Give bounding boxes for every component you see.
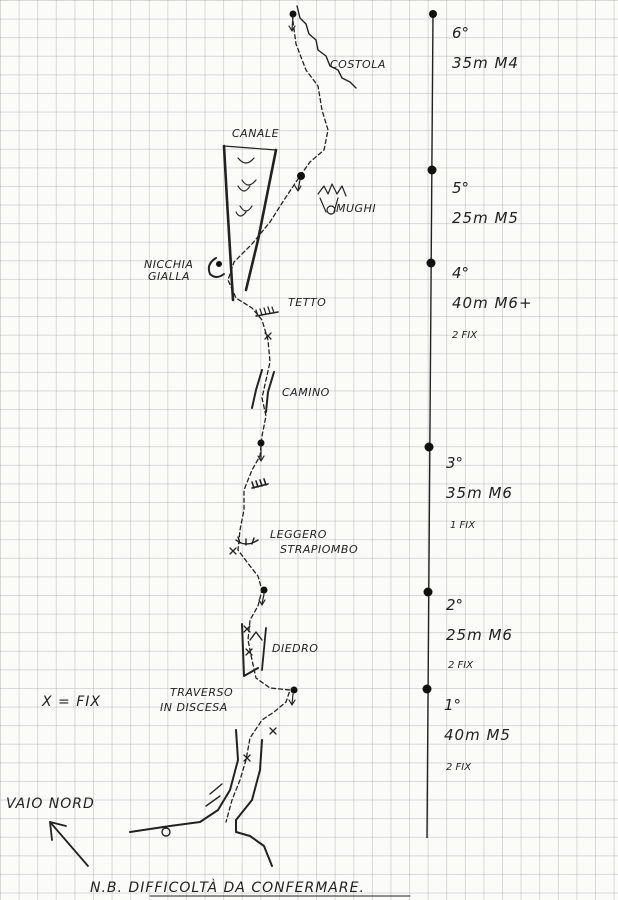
tetto-roof [255, 306, 279, 317]
canale-right-wall [244, 148, 278, 292]
belay-dot-1-2 [422, 684, 432, 694]
diedro-dihedral [241, 623, 267, 677]
mughi-bush [317, 183, 347, 215]
label-mughi: MUGHI [336, 202, 376, 215]
pitch-4: 4° 40m M6+ 2 FIX [452, 264, 533, 341]
label-in-discesa: IN DISCESA [160, 701, 228, 714]
costola-ridge [296, 5, 357, 89]
canale-left-wall [222, 144, 235, 302]
label-tetto: TETTO [288, 296, 326, 309]
canale-snow-marks [235, 157, 257, 217]
belay-dot-2-3 [423, 587, 433, 597]
belay-dot-3-4 [424, 442, 434, 452]
label-camino: CAMINO [282, 386, 330, 399]
fix-mark [229, 547, 237, 555]
label-traverso: TRAVERSO [170, 686, 233, 699]
pitch-2: 2° 25m M6 2 FIX [446, 596, 513, 671]
label-gialla: GIALLA [148, 270, 190, 283]
pitch-5-number: 5° [452, 179, 469, 197]
belay-dot-5-6 [427, 165, 437, 175]
route-line [225, 13, 329, 823]
belay-dot-top [429, 10, 437, 18]
pitch-3-detail: 35m M6 [446, 484, 513, 502]
nicchia-niche [207, 257, 225, 278]
belay-dot-4-5 [426, 258, 436, 268]
pitch-4-fix: 2 FIX [452, 330, 478, 341]
pitch-6: 6° 35m M4 [452, 24, 519, 72]
pitch-5: 5° 25m M5 [452, 179, 519, 227]
pitch-1-number: 1° [444, 696, 461, 714]
label-canale: CANALE [232, 127, 279, 140]
north-arrow-icon [49, 821, 89, 867]
pitch-6-detail: 35m M4 [452, 54, 519, 72]
pitch-1-detail: 40m M5 [444, 726, 511, 744]
pitch-2-number: 2° [446, 596, 463, 614]
fix-mark [243, 754, 251, 762]
pitch-scale [422, 10, 437, 839]
pitch-3-fix: 1 FIX [450, 520, 476, 531]
pitch-6-number: 6° [452, 24, 469, 42]
fix-mark [264, 332, 272, 340]
fix-mark [243, 625, 251, 633]
pitch-2-fix: 2 FIX [448, 660, 474, 671]
label-leggero: LEGGERO [270, 528, 327, 541]
pitch-4-detail: 40m M6+ [452, 294, 533, 312]
canale-top-edge [223, 145, 277, 151]
base-gully [129, 729, 273, 867]
route-belays [257, 10, 305, 706]
label-diedro: DIEDRO [272, 642, 318, 655]
pitch-3-number: 3° [446, 454, 463, 472]
label-vaio-nord: VAIO NORD [6, 796, 95, 812]
pitch-2-detail: 25m M6 [446, 626, 513, 644]
note-difficulty: N.B. DIFFICOLTÀ DA CONFERMARE. [90, 879, 365, 896]
fix-mark [245, 648, 253, 656]
small-roof-mark [251, 478, 269, 489]
pitch-scale-line [426, 11, 434, 839]
pitch-1-fix: 2 FIX [446, 762, 472, 773]
label-costola: COSTOLA [330, 58, 386, 71]
pitch-5-detail: 25m M5 [452, 209, 519, 227]
pitch-3: 3° 35m M6 1 FIX [446, 454, 513, 531]
pitch-4-number: 4° [452, 264, 469, 282]
camino-chimney [251, 369, 275, 413]
legend-fix: X = FIX [41, 694, 101, 710]
label-strapiombo: STRAPIOMBO [280, 543, 358, 556]
label-nicchia: NICCHIA [144, 258, 193, 271]
fix-mark [269, 727, 277, 735]
pitch-1: 1° 40m M5 2 FIX [444, 696, 511, 773]
route-fixes [229, 332, 277, 762]
